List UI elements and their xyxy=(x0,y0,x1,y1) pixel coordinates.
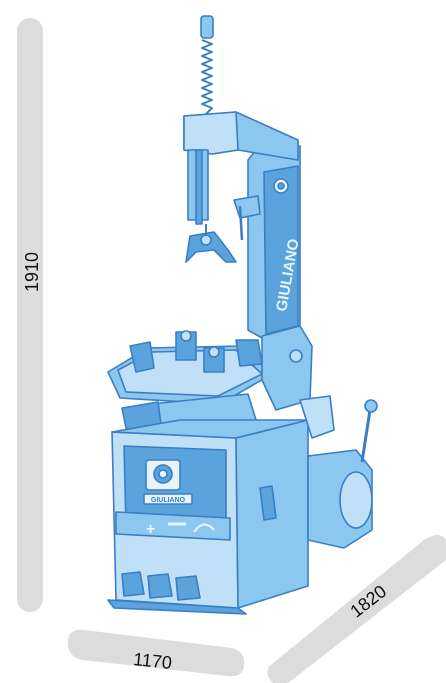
mount-head-knob xyxy=(200,234,212,246)
depth-dimension-bar xyxy=(267,535,446,683)
mount-shaft-inner xyxy=(195,149,203,225)
top-rod xyxy=(200,15,214,39)
arm-head-box xyxy=(183,111,239,155)
coil-spring xyxy=(201,39,213,115)
clamp-jaw-left xyxy=(129,341,155,373)
clamp-knob-back xyxy=(180,330,192,342)
inflation-lever xyxy=(360,409,372,463)
height-dimension-label: 1910 xyxy=(22,252,42,292)
width-dimension-bar xyxy=(67,629,245,677)
tower-lever xyxy=(233,195,261,219)
pedal-right xyxy=(175,575,201,601)
clamp-knob-center xyxy=(208,346,220,358)
plus-symbol: + xyxy=(146,521,155,538)
tower-lever-handle xyxy=(238,205,244,241)
dimension-bars xyxy=(17,18,446,683)
tower-base-joint xyxy=(261,325,313,411)
tower-logo-inner xyxy=(277,182,285,190)
tower-pivot-bolt xyxy=(289,349,303,363)
right-support-arm xyxy=(299,395,335,439)
clamp-jaw-right xyxy=(235,339,263,367)
side-handle xyxy=(259,485,277,521)
pedal-left xyxy=(121,571,145,597)
cabinet-base xyxy=(107,599,247,615)
tire-changer-machine: GIULIANO xyxy=(107,15,378,615)
width-dimension-label: 1170 xyxy=(132,649,173,673)
pedal-center xyxy=(147,573,173,599)
brand-logo-inner xyxy=(158,469,168,479)
inflation-lever-knob xyxy=(364,399,378,413)
control-strip xyxy=(115,511,231,541)
brand-name-strip xyxy=(143,493,193,505)
right-tank-cap xyxy=(339,471,373,529)
mount-head-tool xyxy=(185,231,237,263)
height-dimension-bar xyxy=(17,18,43,612)
brand-name-text: GIULIANO xyxy=(151,497,186,504)
rotation-arrow-icon xyxy=(193,523,215,533)
